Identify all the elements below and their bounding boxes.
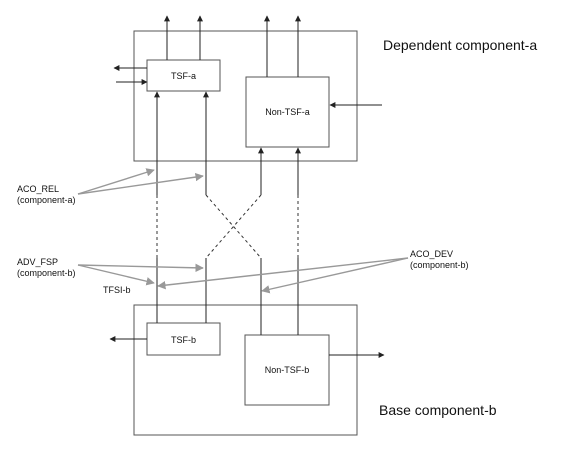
non-tsf-a-label: Non-TSF-a [265, 107, 310, 117]
tsf-a-box [146, 59, 221, 92]
aco-rel-pointer-2 [77, 172, 204, 195]
non-tsf-b-box [244, 334, 330, 406]
dashed-link-cross-1 [205, 194, 262, 259]
tsf-a-label: TSF-a [171, 71, 196, 81]
aco-dev-label-line-1: ACO_DEV [410, 249, 453, 259]
base-component-label: Base component-b [379, 402, 497, 418]
tfsi-b-label: TFSI-b [103, 285, 131, 295]
tsf-b-box [146, 322, 221, 356]
aco-dev-label-line-2: (component-b) [410, 260, 469, 270]
aco-dev-pointer-1 [157, 257, 409, 290]
dependent-component-label: Dependent component-a [383, 37, 537, 53]
adv-fsp-pointer-2 [77, 263, 204, 273]
adv-fsp-label-line-2: (component-b) [17, 268, 76, 278]
aco-rel-pointer-1 [77, 168, 155, 195]
adv-fsp-pointer-1 [77, 264, 155, 286]
aco-rel-label-line-1: ACO_REL [17, 184, 59, 194]
adv-fsp-label-line-1: ADV_FSP [17, 257, 58, 267]
non-tsf-a-box [245, 76, 330, 148]
non-tsf-b-label: Non-TSF-b [265, 365, 310, 375]
tsf-b-label: TSF-b [171, 335, 196, 345]
aco-dev-pointer-2 [261, 257, 409, 294]
aco-rel-label-line-2: (component-a) [17, 195, 76, 205]
dashed-link-cross-2 [205, 194, 262, 259]
